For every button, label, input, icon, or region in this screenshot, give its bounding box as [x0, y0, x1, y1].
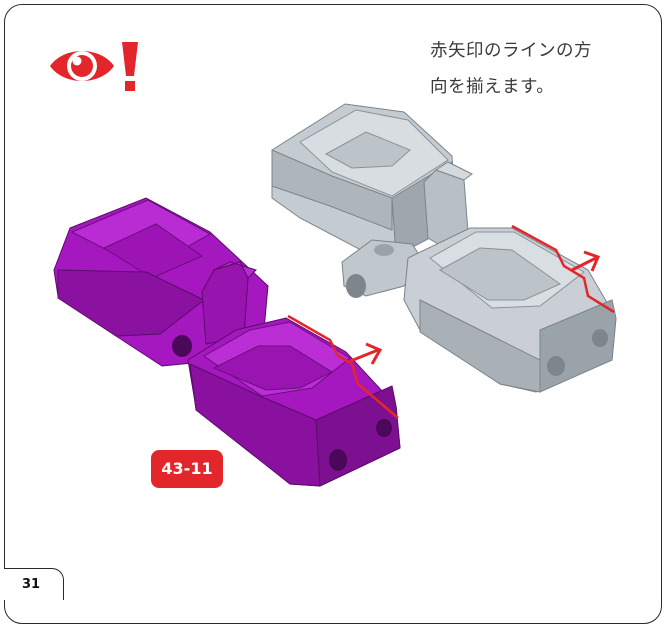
assembly-illustration — [53, 103, 617, 487]
instruction-line-1: 赤矢印のラインの方 — [430, 41, 592, 61]
instruction-text: 赤矢印のラインの方 向を揃えます。 — [430, 33, 655, 105]
page-number: 31 — [4, 568, 64, 600]
gray-assembly — [271, 103, 617, 393]
magenta-assembly — [53, 197, 401, 487]
eye-exclamation-icon — [50, 42, 138, 91]
instruction-page: 赤矢印のラインの方 向を揃えます。 — [4, 4, 662, 624]
part-number-label: 43-11 — [151, 450, 223, 488]
instruction-line-2: 向を揃えます。 — [430, 77, 555, 97]
